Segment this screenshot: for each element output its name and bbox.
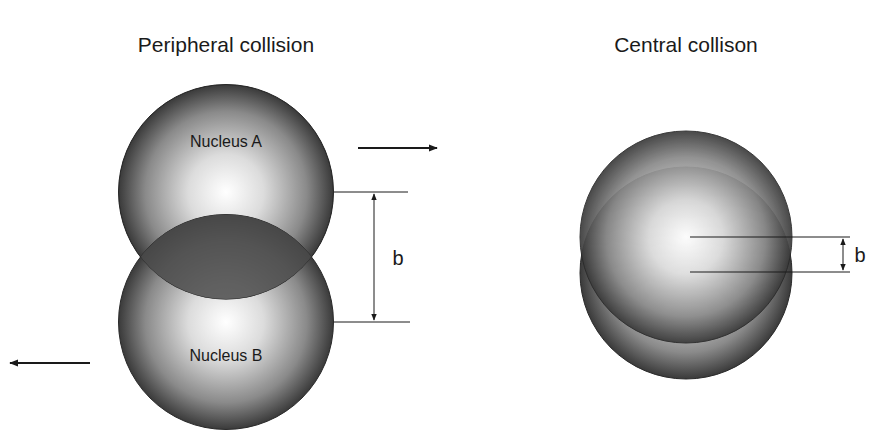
overlap-region (119, 215, 334, 430)
impact-parameter-label: b (854, 244, 865, 267)
impact-parameter-arrow (843, 239, 844, 270)
motion-arrow (10, 362, 90, 364)
impact-parameter-arrow (374, 194, 375, 320)
center-line (690, 237, 850, 238)
nucleus-circle: Nucleus B (118, 214, 334, 430)
panel-title: Peripheral collision (138, 33, 314, 57)
nucleus-outline (118, 214, 334, 430)
nucleus-label: Nucleus B (190, 347, 263, 365)
impact-parameter-label: b (392, 247, 403, 270)
center-line (690, 272, 850, 273)
nucleus-label: Nucleus A (190, 133, 262, 151)
motion-arrow (358, 147, 437, 149)
panel-title: Central collison (614, 33, 758, 57)
